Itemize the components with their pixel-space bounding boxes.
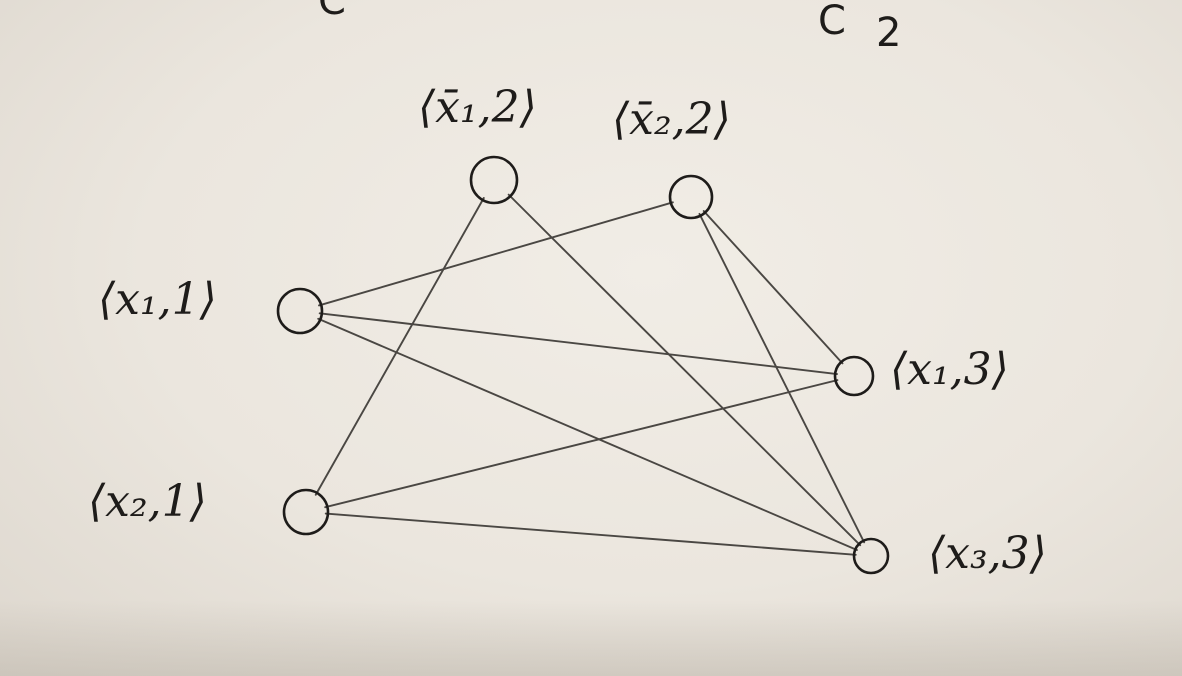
node-x2-1 <box>282 488 330 536</box>
edge-n22-n33 <box>324 512 857 556</box>
partial-label-left: C <box>318 0 346 24</box>
node-x3-3 <box>852 537 890 575</box>
label-x2bar-2: ⟨x̄₂,2⟩ <box>612 94 731 145</box>
edge-n21-n12 <box>318 201 674 307</box>
node-x1-3 <box>833 355 875 397</box>
label-x1-3: ⟨x₁,3⟩ <box>890 344 1009 395</box>
label-x3-3: ⟨x₃,3⟩ <box>928 528 1047 579</box>
edge-n12-n33 <box>317 317 858 551</box>
edge-n21-n33 <box>698 212 866 544</box>
label-x1-1: ⟨x₁,1⟩ <box>98 274 217 325</box>
partial-label-right-digit: 2 <box>876 10 901 56</box>
node-x2bar-2 <box>668 174 714 220</box>
edge-n22-n13 <box>324 379 839 509</box>
label-x2-1: ⟨x₂,1⟩ <box>88 476 207 527</box>
node-x1bar-2 <box>469 155 519 205</box>
edge-n11-n33 <box>507 193 862 547</box>
edge-n12-n13 <box>318 312 838 375</box>
node-x1-1 <box>276 287 324 335</box>
edge-group <box>314 193 866 556</box>
label-x1bar-2: ⟨x̄₁,2⟩ <box>418 82 537 133</box>
edge-n21-n13 <box>702 210 844 365</box>
bottom-shadow <box>0 600 1182 676</box>
partial-label-right-c: C <box>818 0 846 44</box>
edge-n11-n22 <box>314 197 485 496</box>
